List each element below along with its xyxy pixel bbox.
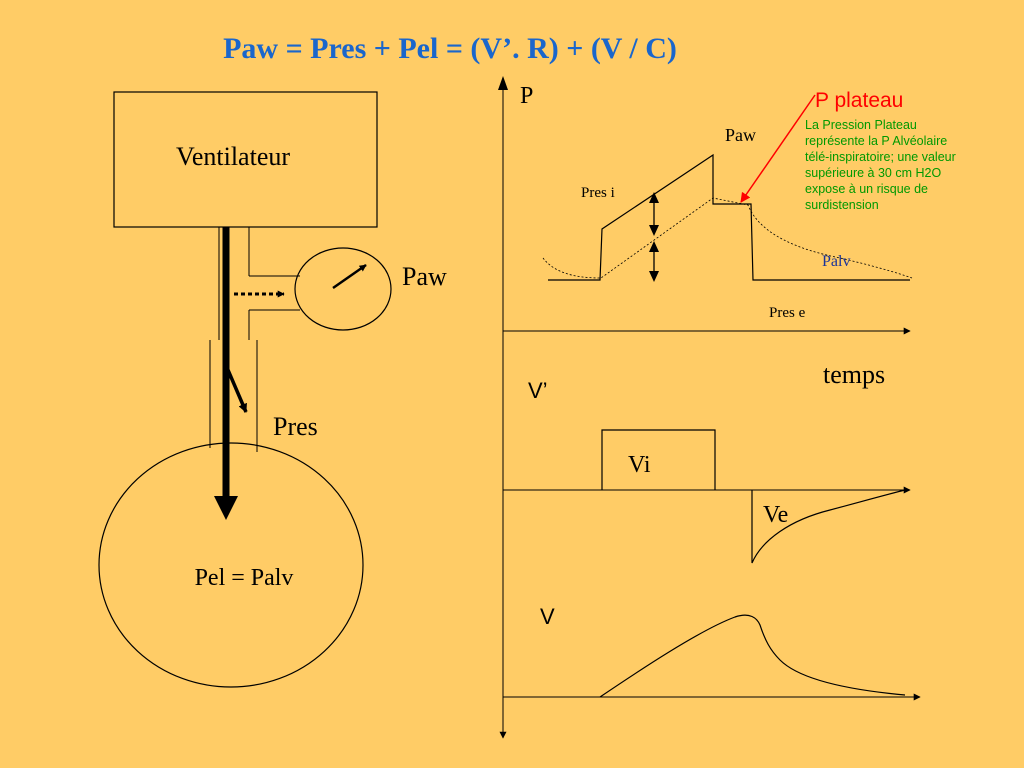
plateau-note-line: télé-inspiratoire; une valeur bbox=[805, 150, 956, 164]
ventilator-label: Ventilateur bbox=[176, 142, 290, 171]
plateau-arrow bbox=[740, 94, 816, 203]
time-axis-label: temps bbox=[823, 360, 885, 389]
inspiratory-flow-curve bbox=[601, 429, 716, 490]
plateau-title: P plateau bbox=[815, 89, 903, 112]
pressure-axis-label: P bbox=[520, 83, 533, 109]
pres-i-label: Pres i bbox=[581, 185, 615, 201]
paw-curve-label: Paw bbox=[725, 125, 756, 145]
resistance-arrow bbox=[226, 369, 248, 413]
pres-i-upper-arrow-head-top bbox=[649, 192, 659, 203]
slide-title: Paw = Pres + Pel = (V’. R) + (V / C) bbox=[223, 32, 677, 65]
pres-i-upper-arrow-head-bottom bbox=[649, 225, 659, 236]
flow-chart: V’ Vi Ve bbox=[503, 378, 911, 564]
pressure-gauge bbox=[294, 247, 392, 331]
ventilator-circuit: Ventilateur Paw Pres Pel = Palv bbox=[98, 91, 447, 688]
lung-circle bbox=[98, 442, 364, 688]
plateau-note-line: supérieure à 30 cm H2O bbox=[805, 166, 941, 180]
ventilator-box bbox=[113, 91, 378, 228]
resistance-label: Pres bbox=[273, 412, 318, 441]
plateau-annotation: P plateau La Pression Plateau représente… bbox=[740, 89, 959, 212]
vi-label: Vi bbox=[628, 452, 651, 478]
vertical-axis-arrowhead bbox=[498, 76, 508, 90]
plateau-note-line: La Pression Plateau bbox=[805, 118, 917, 132]
pressure-chart: P Paw Pres i Palv Pres e temps bbox=[503, 83, 913, 389]
paw-curve bbox=[548, 153, 910, 281]
gauge-label: Paw bbox=[402, 262, 447, 291]
plateau-note-line: surdistension bbox=[805, 198, 879, 212]
gauge-needle bbox=[332, 263, 367, 290]
pres-i-lower-arrow-head-top bbox=[649, 241, 659, 252]
volume-axis-label: V bbox=[540, 604, 555, 629]
plateau-note-line: expose à un risque de bbox=[805, 182, 928, 196]
pres-e-label: Pres e bbox=[769, 305, 806, 321]
flow-axis-label: V’ bbox=[528, 378, 548, 403]
plateau-note-text: La Pression Plateau représente la P Alvé… bbox=[805, 118, 959, 212]
expiratory-flow-curve bbox=[751, 489, 906, 564]
lung-label: Pel = Palv bbox=[195, 565, 294, 591]
volume-chart: V bbox=[503, 604, 921, 701]
palv-curve bbox=[542, 197, 913, 279]
ve-label: Ve bbox=[763, 502, 788, 528]
volume-curve bbox=[599, 614, 906, 698]
palv-label: Palv bbox=[822, 253, 850, 270]
plateau-note-line: représente la P Alvéolaire bbox=[805, 134, 947, 148]
pres-i-lower-arrow-head-bottom bbox=[649, 271, 659, 282]
flow-arrow-head bbox=[214, 496, 238, 520]
